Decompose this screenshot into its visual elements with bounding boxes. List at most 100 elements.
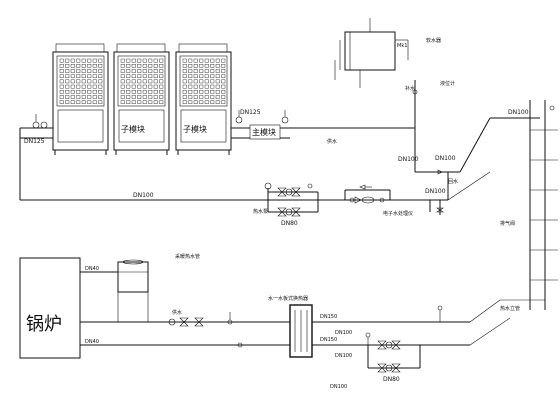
vent-cell [153,74,158,78]
vent-cell [120,69,125,73]
vent-cell [81,79,86,84]
vent-cell [182,74,187,78]
vent-cell [87,58,92,63]
vent-cell [199,74,204,78]
vent-cell [76,69,81,73]
vent-cell [148,84,153,89]
riser [529,100,558,310]
vent-cell [126,84,131,89]
fan-2 [116,43,166,53]
vent-cell [159,84,164,89]
vent-cell [98,89,103,94]
vent-cell [153,84,158,89]
vent-cell [137,63,142,68]
electronic-filter-label: 电子水处理仪 [383,210,413,217]
vent-cell [182,89,187,94]
vent-cell [159,95,164,99]
vent-cell [210,79,215,84]
vent-cell [215,84,220,89]
vent-cell [120,79,125,84]
dn100-right-top: DN100 [435,155,456,162]
main-supply-pipe [231,127,460,173]
vent-cell [98,100,103,104]
vent-cell [92,100,97,104]
vent-cell [65,58,70,63]
vent-cell [182,100,187,104]
main-return-pipe [19,145,415,201]
vent-cell [137,79,142,84]
boiler [19,257,81,359]
vent-cell [70,95,75,99]
vent-cell [182,84,187,89]
vent-cell [193,84,198,89]
vent-cell [92,84,97,89]
vent-cell [210,63,215,68]
vent-cell [153,89,158,94]
makeup-label: 补水 [405,85,415,92]
vent-cell [148,63,153,68]
vent-cell [153,63,158,68]
vent-cell [221,74,226,78]
vent-cell [159,74,164,78]
vent-cell [159,58,164,63]
vent-cell [221,58,226,63]
vent-cell [204,74,209,78]
level-label: 液位计 [440,80,455,87]
vent-cell [193,89,198,94]
dn125-left-label: DN125 [24,138,45,145]
vent-cell [199,69,204,73]
vent-cell [148,79,153,84]
secondary-pump-group [365,332,421,373]
vent-cell [142,74,147,78]
vent-cell [199,89,204,94]
vent-cell [159,89,164,94]
thermometer [281,116,289,124]
vent-cell [98,69,103,73]
vent-cell [221,84,226,89]
vent-cell [210,69,215,73]
fan-3 [178,43,228,53]
vent-cell [131,74,136,78]
vent-cell [87,89,92,94]
vent-cell [142,79,147,84]
vent-cell [188,69,193,73]
vent-cell [215,69,220,73]
vent-cell [98,84,103,89]
vent-cell [193,100,198,104]
vent-cell [120,95,125,99]
vent-cell [153,100,158,104]
hot-water-pump-label: 热水泵 [253,208,268,215]
vent-cell [199,95,204,99]
vent-cell [153,79,158,84]
vent-cell [120,100,125,104]
vent-cell [120,74,125,78]
vent-cell [210,100,215,104]
vent-cell [215,74,220,78]
vent-cell [188,89,193,94]
dn100-right-mid: DN100 [398,156,419,163]
vent-cell [59,84,64,89]
vent-cell [98,79,103,84]
vent-cell [215,79,220,84]
vent-cell [153,95,158,99]
return-label: 回水 [448,178,458,185]
vent-cell [199,100,204,104]
vent-cell [159,100,164,104]
vent-cell [215,63,220,68]
vent-cell [131,100,136,104]
vent-cell [65,89,70,94]
vent-cell [81,69,86,73]
vent-cell [182,69,187,73]
vent-cell [204,58,209,63]
vent-cell [182,58,187,63]
vent-cell [87,69,92,73]
vent-cell [148,58,153,63]
vent-cell [204,69,209,73]
vent-cell [76,95,81,99]
riser-label: 热水立管 [500,305,520,312]
vent-cell [193,95,198,99]
tank-mark: Mk1 [397,43,407,49]
dn150-bottom: DN150 [320,337,337,343]
vent-cell [137,69,142,73]
vent-cell [148,100,153,104]
